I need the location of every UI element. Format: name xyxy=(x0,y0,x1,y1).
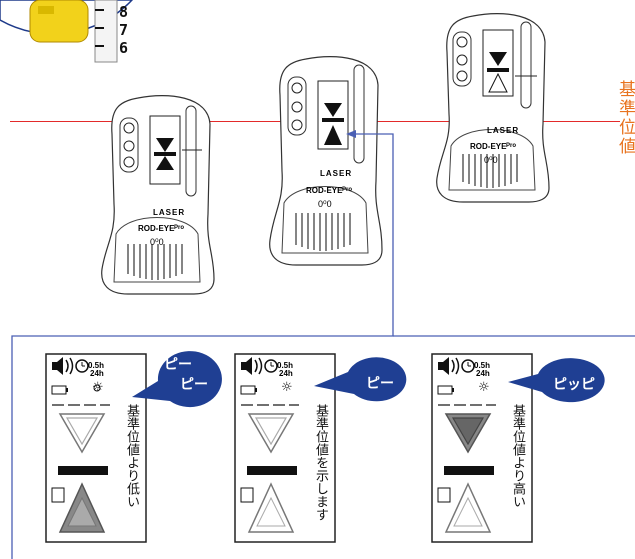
timer-label-bottom: 24h xyxy=(476,369,490,378)
device-mark: 0⁰0 xyxy=(484,155,498,165)
device-model: ROD-EYE xyxy=(138,224,175,233)
reference-label: 基準位値 xyxy=(615,80,635,156)
sound-label-low-1: ピー xyxy=(164,357,192,373)
device-brand: LASER xyxy=(487,126,520,135)
timer-label-top: 0.5h xyxy=(88,361,105,370)
sun-icon: ☼ xyxy=(478,380,490,395)
panel-caption-low: 基準位値より低い xyxy=(124,404,139,508)
receiver-device-on xyxy=(269,56,383,266)
ruler-digit: 7 xyxy=(119,21,129,39)
device-model: ROD-EYE xyxy=(306,186,343,195)
sound-bubble-low xyxy=(132,351,222,408)
timer-label-top: 0.5h xyxy=(277,361,294,370)
sound-bubble-high xyxy=(508,358,605,403)
sun-icon: ☼ xyxy=(92,380,104,395)
device-model: ROD-EYE xyxy=(470,142,507,151)
timer-label-top: 0.5h xyxy=(474,361,491,370)
panel-caption-on: 基準位値を示します xyxy=(313,404,328,521)
receiver-device-high xyxy=(436,13,550,203)
sun-icon: ☼ xyxy=(281,380,293,395)
magnifier-inset xyxy=(0,0,134,63)
device-mark: 0⁰0 xyxy=(318,199,332,209)
sound-label-on: ピー xyxy=(366,376,394,392)
sound-label-high: ピッピ xyxy=(553,377,595,393)
device-brand: LASER xyxy=(320,169,353,178)
device-model-suffix: Pro xyxy=(342,187,353,193)
speaker-icon xyxy=(52,357,74,375)
device-model-suffix: Pro xyxy=(506,143,517,149)
ruler-digit: 8 xyxy=(119,3,129,21)
display-panel-low xyxy=(45,353,147,543)
display-panel-high xyxy=(431,353,533,543)
timer-label-bottom: 24h xyxy=(90,369,104,378)
sound-bubble-on xyxy=(314,357,407,402)
receiver-device-low xyxy=(101,95,215,295)
device-model-suffix: Pro xyxy=(174,225,185,231)
ruler-digit: 6 xyxy=(119,39,129,57)
sound-label-low-2: ピー xyxy=(180,377,208,393)
device-brand: LASER xyxy=(153,208,186,217)
device-mark: 0⁰0 xyxy=(150,237,164,247)
panel-caption-high: 基準位値より高い xyxy=(510,404,525,508)
timer-label-bottom: 24h xyxy=(279,369,293,378)
